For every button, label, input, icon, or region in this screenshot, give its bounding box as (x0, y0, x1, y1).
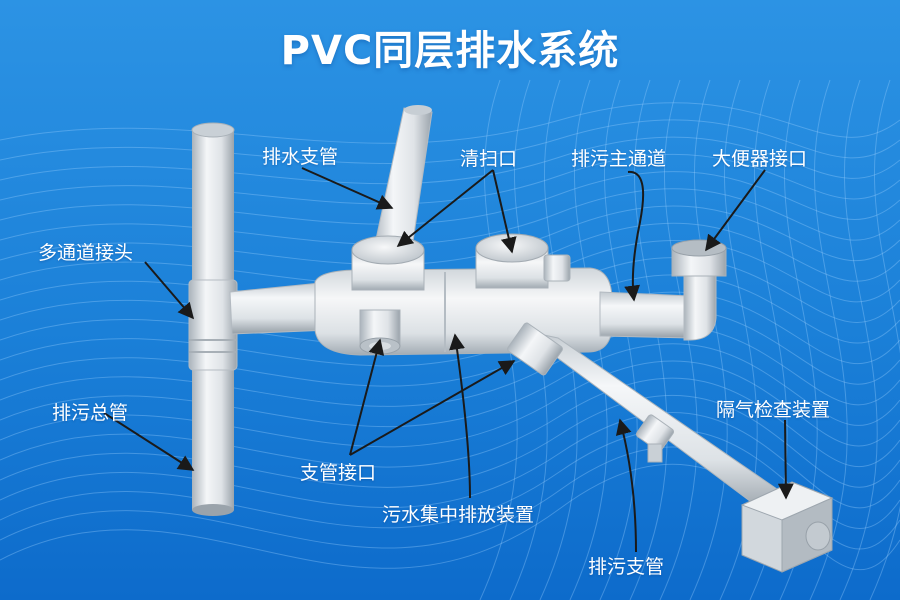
leader-drain-branch-pipe (301, 167, 394, 210)
leader-collector (449, 333, 471, 499)
label-main-stack: 排污总管 (52, 402, 129, 424)
wave-line (0, 377, 900, 468)
wave-line (0, 102, 900, 144)
leader-trap (777, 419, 794, 500)
label-sewage-branch-pipe: 排污支管 (588, 556, 665, 578)
pipe-system-illustration (188, 105, 834, 573)
wave-line (0, 326, 900, 407)
label-main-channel: 排污主通道 (571, 148, 667, 170)
wave-line (0, 188, 900, 245)
sewage-branch-drain-nub (647, 443, 663, 463)
wave-line (0, 136, 900, 185)
main-stack-bottom (192, 504, 234, 516)
wave-line (0, 222, 900, 286)
diagram-title: PVC同层排水系统 (280, 28, 620, 74)
label-toilet-interface: 大便器接口 (712, 148, 808, 170)
leader-branch-interface-1 (349, 338, 385, 456)
drain-branch-top (404, 105, 432, 115)
label-cleanout: 清扫口 (460, 148, 518, 170)
leader-branch-interface-2 (349, 360, 516, 456)
leader-main-stack (103, 412, 195, 471)
main-stack-top-opening (191, 122, 235, 138)
leader-toilet-interface (705, 169, 766, 252)
label-branch-interface: 支管接口 (300, 462, 377, 484)
side-nub (543, 254, 571, 282)
wave-line (0, 171, 900, 225)
wave-line-vertical (839, 79, 878, 600)
leader-multi-channel-joint (144, 261, 195, 320)
wave-line (0, 360, 900, 448)
label-collector: 污水集中排放装置 (382, 504, 535, 526)
leader-cleanout-1 (396, 169, 494, 247)
wave-line (0, 412, 900, 509)
leader-sewage-branch-pipe (615, 418, 637, 553)
wave-line (0, 343, 900, 428)
label-drain-branch-pipe: 排水支管 (262, 146, 339, 168)
label-trap: 隔气检查装置 (716, 399, 831, 421)
trap-outlet (805, 521, 831, 551)
main-channel-pipe (599, 291, 691, 339)
leader-main-channel (624, 170, 645, 302)
wave-line (0, 153, 900, 205)
wave-line (0, 205, 900, 266)
wave-line-vertical (869, 79, 900, 600)
leader-cleanout-2 (492, 169, 517, 254)
wave-line-vertical (809, 79, 848, 600)
toilet-interface-opening (671, 239, 727, 257)
sewage-branch-coupling (507, 322, 563, 376)
label-multi-channel-joint: 多通道接头 (38, 242, 134, 264)
wave-line (0, 119, 900, 164)
cleanout-cap-1 (351, 235, 425, 265)
toilet-elbow (683, 261, 717, 341)
leader-lines (103, 167, 794, 553)
